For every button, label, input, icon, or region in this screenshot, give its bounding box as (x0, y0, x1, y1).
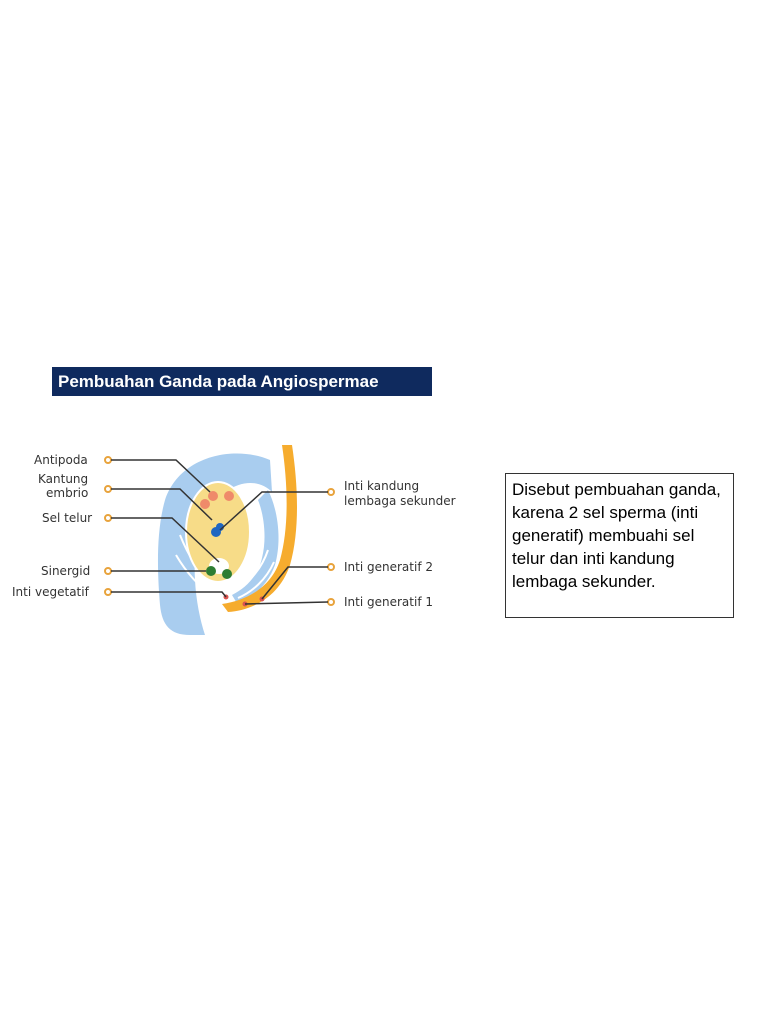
title-bar: Pembuahan Ganda pada Angiospermae (52, 367, 432, 396)
label-sel-telur: Sel telur (42, 511, 92, 525)
integument-outer (157, 453, 272, 635)
leader-inti-generatif-2 (261, 563, 335, 600)
leader-inti-generatif-1 (244, 598, 335, 606)
integument-fold-left-2 (175, 554, 213, 596)
leader-inti-kandung (219, 488, 335, 531)
pollen-tube (222, 445, 297, 612)
leader-sinergid (104, 567, 206, 575)
antipoda-cell-1 (208, 491, 218, 501)
label-kantung-embrio-1: Kantung (38, 472, 88, 486)
description-text: Disebut pembuahan ganda, karena 2 sel sp… (512, 480, 721, 591)
label-inti-generatif-1: Inti generatif 1 (344, 595, 433, 609)
ovule-diagram: Antipoda Kantung embrio Sel telur Sinerg… (12, 445, 456, 635)
integument-fold-right (235, 549, 269, 591)
synergid-right (222, 569, 232, 579)
antipoda-cell-2 (224, 491, 234, 501)
leader-inti-vegetatif (104, 588, 227, 598)
antipoda-cell-3 (200, 499, 210, 509)
leader-antipoda (104, 456, 211, 493)
leader-kantung-embrio (104, 485, 213, 521)
label-inti-vegetatif: Inti vegetatif (12, 585, 90, 599)
diagram-title: Pembuahan Ganda pada Angiospermae (58, 372, 379, 391)
label-antipoda: Antipoda (34, 453, 88, 467)
synergid-left (206, 566, 216, 576)
label-inti-kandung-1: Inti kandung (344, 479, 419, 493)
label-sinergid: Sinergid (41, 564, 90, 578)
leader-sel-telur (104, 514, 220, 563)
description-box: Disebut pembuahan ganda, karena 2 sel sp… (505, 473, 734, 618)
integument-fold-right-2 (237, 561, 275, 599)
label-inti-generatif-2: Inti generatif 2 (344, 560, 433, 574)
label-inti-kandung-2: lembaga sekunder (344, 494, 456, 508)
label-kantung-embrio-2: embrio (46, 486, 88, 500)
